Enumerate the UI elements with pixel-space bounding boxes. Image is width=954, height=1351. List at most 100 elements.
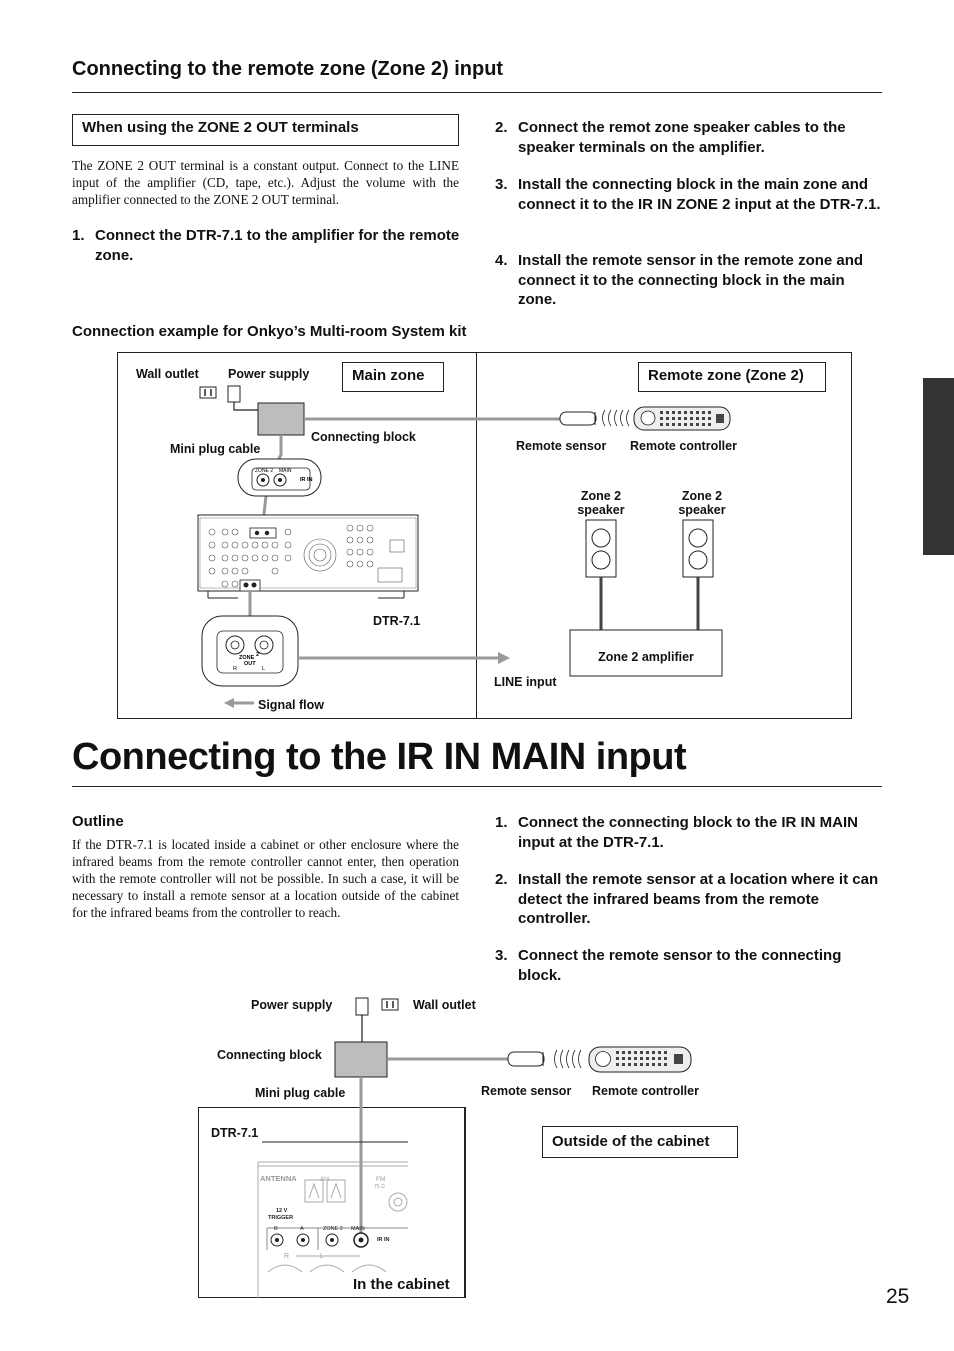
step-text: Install the remote sensor at a location … (518, 871, 879, 927)
step-number: 1. (72, 227, 85, 244)
label-wall-outlet: Wall outlet (136, 367, 199, 381)
panel-label-antenna: ANTENNA (260, 1174, 297, 1183)
panel-label-l: L (320, 1253, 324, 1260)
label-zone2-speaker-right: Zone 2 speaker (672, 489, 732, 517)
label-power-supply: Power supply (228, 367, 310, 381)
label-connecting-block: Connecting block (217, 1048, 322, 1062)
intro-paragraph: The ZONE 2 OUT terminal is a constant ou… (72, 158, 459, 207)
step-3: 3. Connect the remote sensor to the conn… (495, 946, 885, 985)
label-remote-sensor: Remote sensor (516, 439, 607, 453)
zone-out-label-r: R (233, 666, 237, 672)
power-plug-icon (355, 997, 369, 1042)
zone-out-label-1: ZONE (239, 655, 255, 661)
step-1: 1. Connect the connecting block to the I… (495, 813, 885, 852)
zone-out-label-l: L (262, 666, 265, 672)
panel-jacks (270, 1232, 369, 1248)
panel-label-am: AM (320, 1177, 329, 1183)
panel-label-b: B (274, 1226, 278, 1232)
label-remote-controller: Remote controller (630, 439, 737, 453)
label-zone2-amplifier: Zone 2 amplifier (598, 650, 694, 664)
zone-out-closeup: ZONE OUT 2 R L (201, 615, 299, 687)
speaker-right-icon (682, 519, 714, 578)
step-1: 1. Connect the DTR-7.1 to the amplifier … (72, 226, 462, 265)
label-main-zone: Main zone (342, 362, 444, 392)
zone2-diagram-frame (117, 352, 852, 719)
label-signal-flow: Signal flow (258, 698, 324, 712)
step-number: 2. (495, 871, 508, 888)
jack-label-zone2: ZONE 2 (255, 468, 273, 474)
ir-waves-icon (602, 409, 630, 427)
speaker-left-icon (585, 519, 617, 578)
connecting-block-icon (334, 1041, 388, 1078)
section-title-zone2: Connecting to the remote zone (Zone 2) i… (72, 58, 504, 80)
step-text: Install the remote sensor in the remote … (518, 252, 864, 308)
step-number: 3. (495, 176, 508, 193)
diagram-caption: Connection example for Onkyo’s Multi-roo… (72, 323, 467, 340)
speaker-label-line2: speaker (678, 503, 726, 517)
panel-label-r: R (284, 1253, 289, 1260)
dtr-rear-panel-detail (257, 1161, 408, 1298)
wall-outlet-icon (199, 386, 217, 399)
label-mini-plug-cable: Mini plug cable (255, 1086, 346, 1100)
side-tab (923, 378, 954, 555)
speaker-label-line1: Zone 2 (580, 489, 622, 503)
outline-paragraph: If the DTR-7.1 is located inside a cabin… (72, 837, 459, 920)
step-number: 2. (495, 119, 508, 136)
speaker-label-line1: Zone 2 (681, 489, 723, 503)
panel-label-main: MAIN (351, 1226, 365, 1232)
zone-out-label-num: 2 (256, 652, 259, 658)
label-in-cabinet: In the cabinet (353, 1276, 450, 1293)
step-text: Connect the connecting block to the IR I… (518, 814, 859, 851)
label-mini-plug-cable: Mini plug cable (170, 442, 261, 456)
zone-out-label-2: OUT (244, 661, 256, 667)
speaker-label-line2: speaker (577, 503, 625, 517)
label-outside-cabinet: Outside of the cabinet (542, 1126, 738, 1158)
jack-label-main: MAIN (279, 468, 292, 474)
label-line-input: LINE input (494, 675, 557, 689)
step-2: 2. Connect the remot zone speaker cables… (495, 118, 885, 157)
ir-waves-icon (554, 1049, 582, 1069)
step-text: Connect the DTR-7.1 to the amplifier for… (95, 227, 460, 264)
outline-heading: Outline (72, 813, 124, 830)
remote-sensor-icon (559, 411, 597, 426)
step-number: 3. (495, 947, 508, 964)
label-remote-sensor: Remote sensor (481, 1084, 572, 1098)
wall-outlet-icon (381, 998, 399, 1011)
label-zone2-speaker-left: Zone 2 speaker (571, 489, 631, 517)
step-number: 1. (495, 814, 508, 831)
page-number: 25 (886, 1285, 910, 1308)
label-connecting-block: Connecting block (311, 430, 416, 444)
remote-controller-icon (633, 406, 731, 431)
jack-label-irin: IR IN (300, 477, 313, 483)
panel-label-a: A (300, 1226, 304, 1232)
subhead-zone2-out: When using the ZONE 2 OUT terminals (72, 114, 459, 146)
panel-label-trigger-1: 12 V (276, 1208, 288, 1214)
title-rule (72, 92, 882, 93)
section-title-ir-in-main: Connecting to the IR IN MAIN input (72, 736, 687, 778)
label-remote-controller: Remote controller (592, 1084, 699, 1098)
label-dtr: DTR-7.1 (373, 614, 421, 628)
zone-divider (476, 352, 477, 719)
step-text: Install the connecting block in the main… (518, 176, 881, 213)
remote-controller-icon (588, 1046, 692, 1073)
panel-label-irin: IR IN (377, 1237, 390, 1243)
label-power-supply: Power supply (251, 998, 333, 1012)
title-rule (72, 786, 882, 787)
zone2-amplifier-box (569, 629, 723, 677)
step-3: 3. Install the connecting block in the m… (495, 175, 885, 214)
power-plug-icon (227, 385, 258, 411)
label-remote-zone: Remote zone (Zone 2) (638, 362, 826, 392)
step-text: Connect the remot zone speaker cables to… (518, 119, 846, 156)
dtr-rear-panel (197, 514, 419, 599)
label-wall-outlet: Wall outlet (413, 998, 476, 1012)
ir-jack-closeup: ZONE 2 MAIN IR IN (237, 458, 322, 497)
step-text: Connect the remote sensor to the connect… (518, 947, 842, 984)
signal-flow-arrow-icon (224, 698, 254, 708)
step-2: 2. Install the remote sensor at a locati… (495, 870, 885, 929)
panel-label-fm-ohm: 75 Ω (374, 1184, 385, 1190)
panel-label-trigger-2: TRIGGER (268, 1215, 293, 1221)
label-dtr: DTR-7.1 (211, 1126, 259, 1140)
remote-sensor-icon (507, 1051, 545, 1067)
